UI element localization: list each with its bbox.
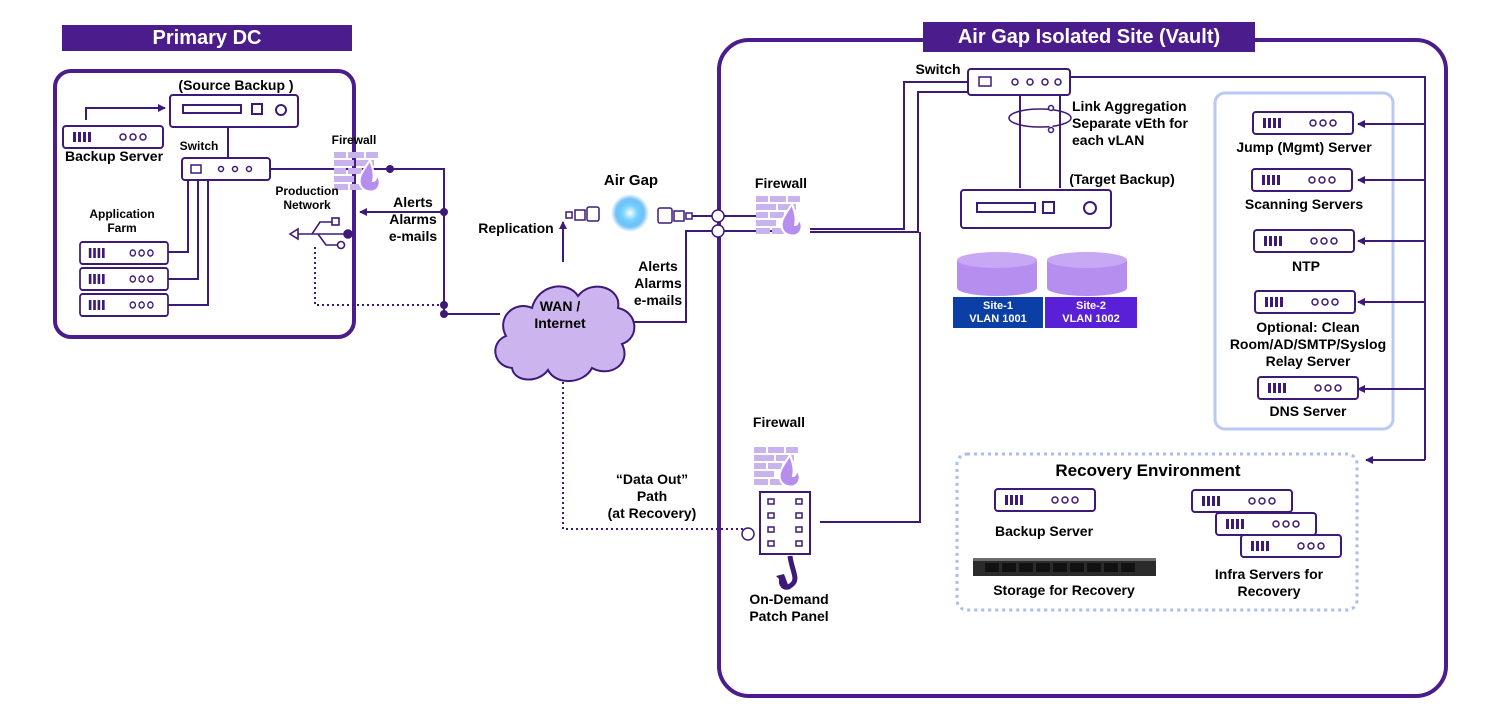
vault-bottom-firewall-icon bbox=[753, 446, 801, 488]
recovery-environment-box bbox=[955, 452, 1359, 612]
site2-storage-cylinder bbox=[1047, 252, 1127, 296]
replication-connector-left bbox=[565, 206, 600, 222]
recovery-backup-server-icon bbox=[994, 488, 1096, 512]
infra-server-3-icon bbox=[1240, 534, 1342, 558]
dns-server-icon bbox=[1257, 376, 1359, 400]
primary-switch-icon bbox=[181, 157, 271, 181]
air-gap-glow bbox=[611, 194, 649, 232]
infra-server-1-icon bbox=[1191, 489, 1293, 513]
app-server-2-icon bbox=[79, 267, 169, 291]
vault-top-firewall-label: Firewall bbox=[754, 175, 808, 191]
primary-dc-title: Primary DC bbox=[62, 25, 352, 51]
primary-dc-box bbox=[53, 69, 356, 339]
source-backup-appliance bbox=[169, 94, 299, 128]
replication-connector-right bbox=[657, 207, 693, 224]
wan-label: WAN /Internet bbox=[534, 298, 586, 331]
ntp-server-icon bbox=[1253, 229, 1355, 253]
connections bbox=[85, 76, 1426, 530]
app-server-3-icon bbox=[79, 293, 169, 317]
target-backup-label: (Target Backup) bbox=[1069, 171, 1175, 187]
vault-top-firewall-icon bbox=[755, 195, 803, 237]
target-backup-appliance bbox=[960, 189, 1112, 229]
scanning-servers-label: Scanning Servers bbox=[1244, 196, 1364, 212]
source-backup-label: (Source Backup ) bbox=[178, 77, 294, 93]
jump-server-label: Jump (Mgmt) Server bbox=[1236, 139, 1372, 155]
dns-server-label: DNS Server bbox=[1269, 403, 1347, 419]
primary-switch-label: Switch bbox=[179, 139, 219, 153]
vault-bottom-firewall-label: Firewall bbox=[752, 414, 806, 430]
patch-panel-icon bbox=[759, 491, 811, 590]
air-gap-label: Air Gap bbox=[603, 172, 659, 189]
ntp-label: NTP bbox=[1292, 258, 1320, 274]
recovery-storage-icon bbox=[973, 558, 1156, 576]
recovery-backup-server-label: Backup Server bbox=[994, 523, 1094, 539]
server-group-box bbox=[1213, 91, 1395, 431]
link-aggregation-ellipse bbox=[1008, 108, 1072, 128]
optional-relay-server-icon bbox=[1254, 290, 1356, 314]
production-network-icon bbox=[288, 217, 353, 250]
wan-cloud bbox=[494, 285, 636, 382]
backup-server-icon bbox=[62, 125, 164, 149]
junction-dots bbox=[386, 165, 448, 318]
replication-label: Replication bbox=[478, 220, 554, 236]
primary-firewall-label: Firewall bbox=[331, 133, 377, 147]
vault-title: Air Gap Isolated Site (Vault) bbox=[923, 22, 1255, 52]
backup-server-label: Backup Server bbox=[64, 148, 164, 164]
scanning-server-icon bbox=[1251, 168, 1353, 192]
data-out-path-label: “Data Out”Path(at Recovery) bbox=[607, 471, 697, 521]
jump-server-icon bbox=[1252, 111, 1354, 135]
vault-switch-label: Switch bbox=[915, 61, 961, 77]
infra-server-2-icon bbox=[1215, 512, 1317, 536]
app-server-1-icon bbox=[79, 241, 169, 265]
recovery-environment-title: Recovery Environment bbox=[1055, 461, 1241, 480]
vault-switch-icon bbox=[967, 68, 1071, 96]
site1-storage-cylinder bbox=[957, 252, 1037, 296]
recovery-storage-label: Storage for Recovery bbox=[993, 582, 1135, 598]
